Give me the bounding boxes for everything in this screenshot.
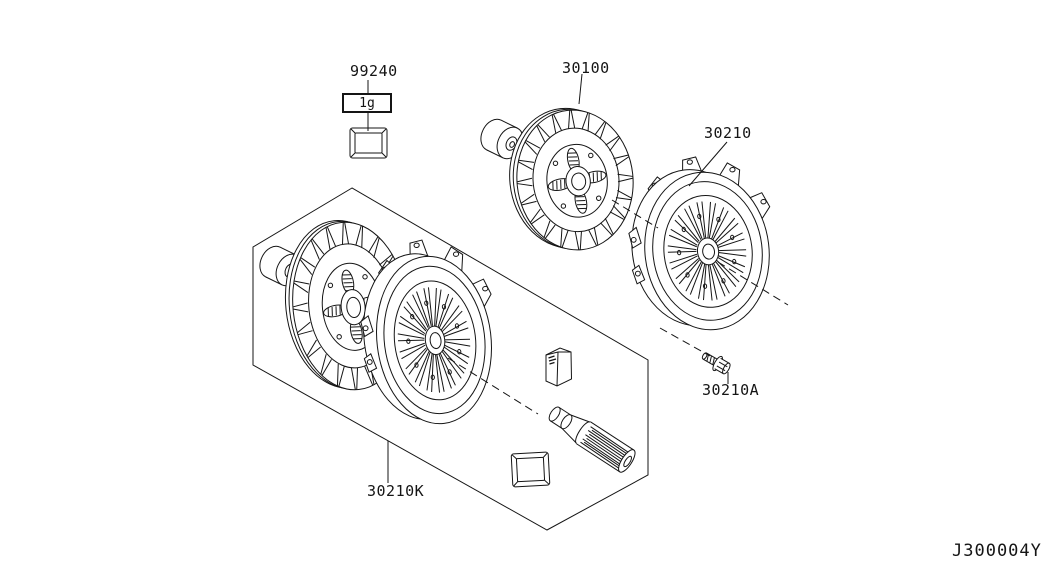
leader-clutch-disc [578,73,583,105]
instruction-sheet-art [545,347,573,387]
kit-grease-packet-art [510,451,551,488]
label-cover-bolt-part-number: 30210A [702,381,760,399]
assembly-axis-lines [447,199,789,415]
kit-clutch-cover-art [360,239,492,425]
leader-lines [367,73,729,483]
assembly-dashed-line-1 [611,199,659,229]
label-clutch-kit-part-number: 30210K [367,482,425,500]
assembly-dashed-line-3 [659,327,711,357]
assembly-dashed-line-4 [447,357,539,415]
kit-outline [252,187,649,531]
label-clutch-disc-part-number: 30100 [562,59,610,77]
figure-code: J300004Y [952,541,1042,561]
leader-clutch-cover [688,141,728,187]
assembly-dashed-line-2 [717,261,789,306]
label-clutch-cover-part-number: 30210 [704,124,752,142]
kit-clutch-disc-art-spring [349,319,363,344]
grease-quantity-box: 1g [342,93,392,113]
cover-bolt-art [701,352,731,375]
grease-quantity-text: 1g [359,95,375,111]
label-grease-part-number: 99240 [350,62,398,80]
clutch-kit-group [252,187,649,531]
clutch-disc-art [509,107,634,251]
clutch-cover-art [628,156,771,331]
alignment-tool-art [548,406,636,473]
grease-packet-art [349,127,388,159]
